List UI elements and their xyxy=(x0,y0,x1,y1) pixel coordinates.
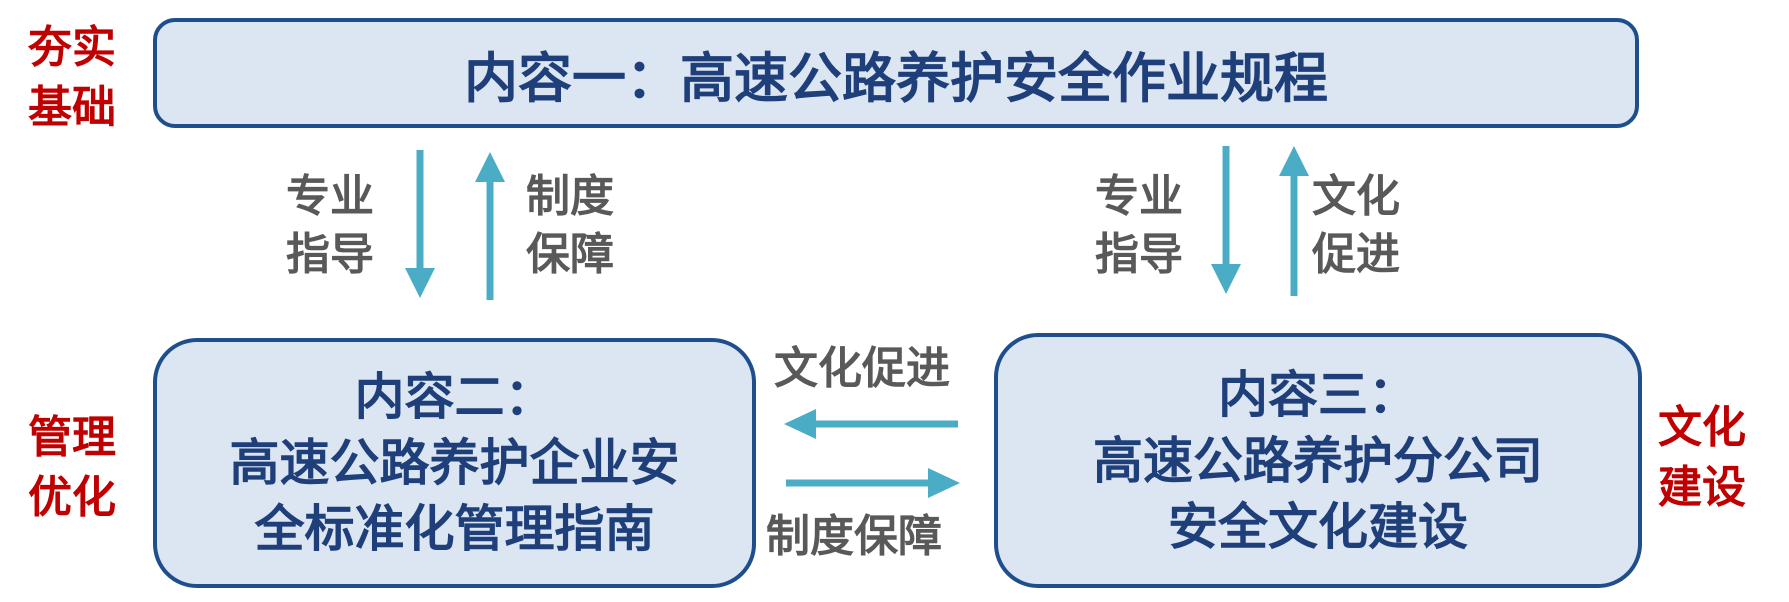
side-label-foundation-line2: 基础 xyxy=(28,82,116,133)
arrow-label-right-down-line1: 专业 xyxy=(1095,171,1183,222)
arrow-label-mid-right: 制度保障 xyxy=(766,508,942,566)
side-label-foundation: 夯实 基础 xyxy=(28,18,116,138)
side-label-culture-line1: 文化 xyxy=(1658,402,1746,453)
arrow-label-right-up: 文化 促进 xyxy=(1312,168,1400,284)
arrow-right-mid-head xyxy=(928,468,960,498)
arrow-down-right-head xyxy=(1211,264,1241,294)
arrow-label-right-up-line2: 促进 xyxy=(1312,229,1400,280)
side-label-culture: 文化 建设 xyxy=(1658,398,1746,518)
side-label-management: 管理 优化 xyxy=(28,408,116,528)
arrow-label-right-up-line1: 文化 xyxy=(1312,171,1400,222)
arrow-label-left-down-line1: 专业 xyxy=(286,171,374,222)
arrow-down-left-head xyxy=(405,268,435,298)
side-label-management-line1: 管理 xyxy=(28,412,116,463)
content-three-title-line2: 安全文化建设 xyxy=(1168,497,1468,556)
arrow-up-right-head xyxy=(1279,146,1309,176)
arrow-label-left-up-line1: 制度 xyxy=(526,171,614,222)
side-label-foundation-line1: 夯实 xyxy=(28,22,116,73)
arrow-label-left-up-line2: 保障 xyxy=(526,229,614,280)
side-label-management-line2: 优化 xyxy=(28,472,116,523)
arrow-label-left-down-line2: 指导 xyxy=(286,229,374,280)
content-three-box: 内容三： 高速公路养护分公司 安全文化建设 xyxy=(994,333,1642,588)
arrow-left-mid-head xyxy=(784,409,816,439)
arrow-label-right-down: 专业 指导 xyxy=(1095,168,1183,284)
content-one-title: 内容一：高速公路养护安全作业规程 xyxy=(464,46,1328,110)
content-one-box: 内容一：高速公路养护安全作业规程 xyxy=(153,18,1639,128)
arrow-label-left-down: 专业 指导 xyxy=(286,168,374,284)
arrow-label-right-down-line2: 指导 xyxy=(1095,229,1183,280)
content-three-heading: 内容三： xyxy=(1218,365,1418,424)
arrow-label-mid-left: 文化促进 xyxy=(774,340,950,398)
arrow-label-mid-left-text: 文化促进 xyxy=(774,343,950,394)
content-two-heading: 内容二： xyxy=(354,368,555,426)
arrow-up-left-head xyxy=(475,152,505,182)
arrow-label-left-up: 制度 保障 xyxy=(526,168,614,284)
content-two-box: 内容二： 高速公路养护企业安 全标准化管理指南 xyxy=(153,338,756,588)
side-label-culture-line2: 建设 xyxy=(1658,462,1746,513)
content-two-title-line2: 全标准化管理指南 xyxy=(254,500,655,558)
content-two-title-line1: 高速公路养护企业安 xyxy=(229,434,680,492)
arrow-label-mid-right-text: 制度保障 xyxy=(766,511,942,562)
content-three-title-line1: 高速公路养护分公司 xyxy=(1093,431,1543,490)
